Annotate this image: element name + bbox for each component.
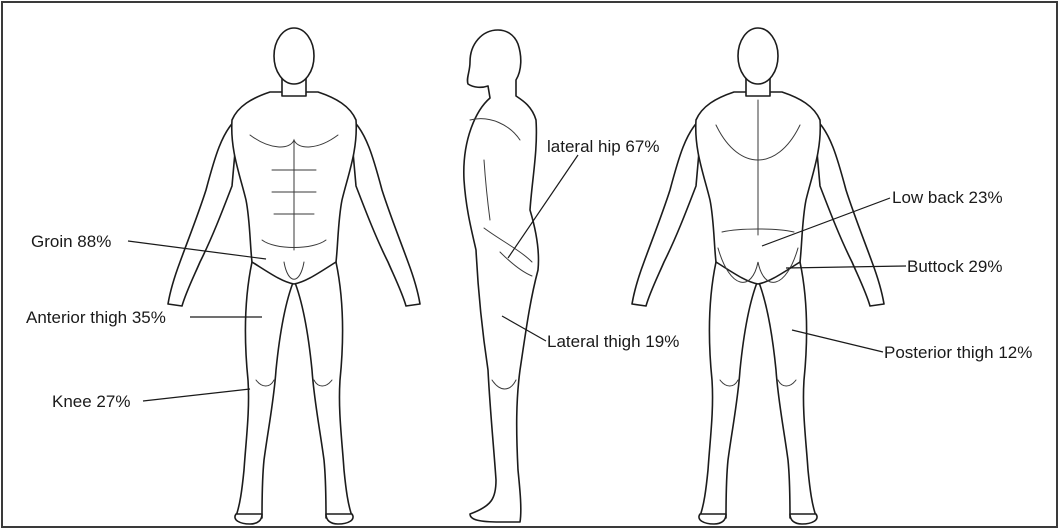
- lateral-hip-label: lateral hip 67%: [547, 137, 659, 156]
- anterior-thigh-label: Anterior thigh 35%: [26, 308, 166, 327]
- posterior-thigh-label: Posterior thigh 12%: [884, 343, 1032, 362]
- side-view-figure: [464, 30, 539, 522]
- front-view-figure: [168, 28, 420, 524]
- groin-label: Groin 88%: [31, 232, 111, 251]
- low-back-label: Low back 23%: [892, 188, 1003, 207]
- knee-leader-line: [143, 389, 250, 401]
- back-view-figure: [632, 28, 884, 524]
- buttock-leader-line: [786, 266, 906, 268]
- buttock-label: Buttock 29%: [907, 257, 1002, 276]
- lateral-thigh-label: Lateral thigh 19%: [547, 332, 679, 351]
- knee-label: Knee 27%: [52, 392, 130, 411]
